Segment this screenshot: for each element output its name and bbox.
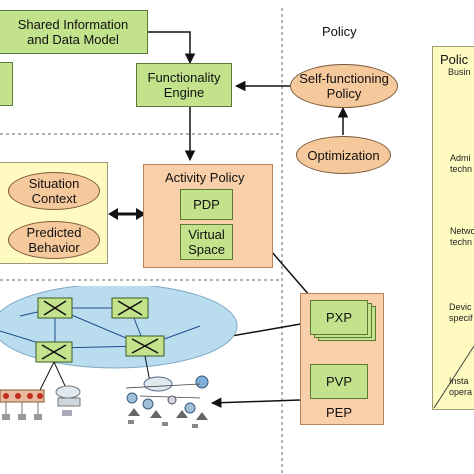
functionality-line2: Engine	[163, 85, 205, 100]
shared-info-line2: and Data Model	[27, 32, 119, 47]
predicted-line2: Behavior	[28, 240, 80, 255]
pxp-box: PXP	[310, 300, 368, 335]
continuum-item-3-line1: Netwo	[450, 226, 474, 236]
functionality-engine-box: Functionality Engine	[136, 63, 232, 107]
predicted-behavior-ellipse: Predicted Behavior	[8, 221, 100, 259]
shared-to-functionality-connector	[148, 31, 196, 65]
functionality-line1: Functionality	[147, 70, 221, 85]
bidirectional-arrow-right-head	[136, 208, 146, 220]
optimization-label: Optimization	[307, 147, 380, 163]
bidirectional-arrow-left-head	[108, 208, 118, 220]
router-icon-1	[37, 297, 73, 319]
router-icon-4	[125, 335, 165, 357]
device-cluster-left	[0, 385, 81, 420]
situation-context-ellipse: Situation Context	[8, 172, 100, 210]
shared-info-line1: Shared Information	[17, 17, 129, 32]
shared-information-box: Shared Information and Data Model	[0, 10, 148, 54]
continuum-item-5-line2: opera	[449, 387, 473, 397]
pvp-box: PVP	[310, 364, 368, 399]
pvp-to-devices-arrow	[210, 397, 301, 408]
continuum-item-2-line1: Admi	[450, 153, 471, 163]
left-partial-box	[0, 62, 13, 106]
virtual-line2: Space	[188, 242, 225, 257]
pvp-label: PVP	[325, 374, 352, 389]
self-functioning-line2: Policy	[326, 86, 362, 101]
device-cluster-center	[125, 375, 209, 428]
continuum-item-4-line2: specif	[449, 313, 473, 323]
self-functioning-line1: Self-functioning	[299, 71, 389, 86]
predicted-line1: Predicted	[26, 225, 82, 240]
pdp-label: PDP	[193, 197, 220, 212]
router-icon-2	[111, 297, 149, 319]
pdp-box: PDP	[180, 189, 233, 220]
policy-continuum-title: Polic	[440, 52, 469, 67]
policy-continuum-diagonal	[433, 345, 474, 409]
policy-title: Policy	[322, 24, 357, 39]
continuum-item-3-line2: techn	[450, 237, 473, 247]
continuum-item-2-line2: techn	[450, 164, 473, 174]
router-icon-3	[35, 341, 73, 363]
activity-policy-label: Activity Policy	[165, 170, 245, 185]
self-functioning-policy-ellipse: Self-functioning Policy	[290, 64, 398, 108]
situation-line1: Situation	[28, 176, 80, 191]
continuum-item-5-line1: Insta	[449, 376, 469, 386]
virtual-line1: Virtual	[188, 227, 225, 242]
continuum-item-4-line1: Devic	[449, 302, 472, 312]
pep-label: PEP	[326, 405, 353, 420]
optimization-ellipse: Optimization	[296, 136, 391, 174]
continuum-item-1-line1: Busin	[448, 67, 471, 77]
virtual-space-box: Virtual Space	[180, 224, 233, 260]
network-illustration	[0, 286, 238, 428]
situation-line2: Context	[31, 191, 77, 206]
pxp-label: PXP	[325, 310, 352, 325]
policy-continuum-panel	[432, 46, 474, 410]
